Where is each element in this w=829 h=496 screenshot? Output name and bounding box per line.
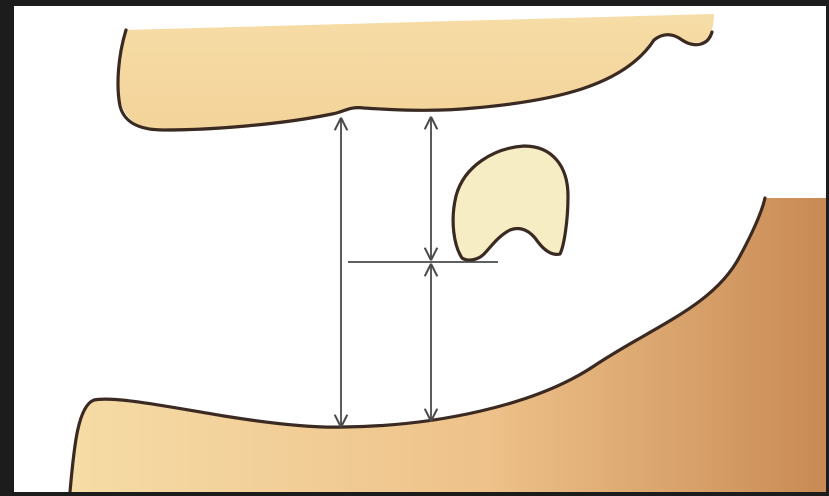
jaw-measurement-diagram [14, 6, 826, 492]
upper-jaw-ridge-icon [118, 14, 714, 130]
diagram-figure [14, 6, 826, 492]
tooth-cross-section-icon [453, 146, 568, 260]
lower-jaw-ridge-icon [70, 198, 826, 492]
